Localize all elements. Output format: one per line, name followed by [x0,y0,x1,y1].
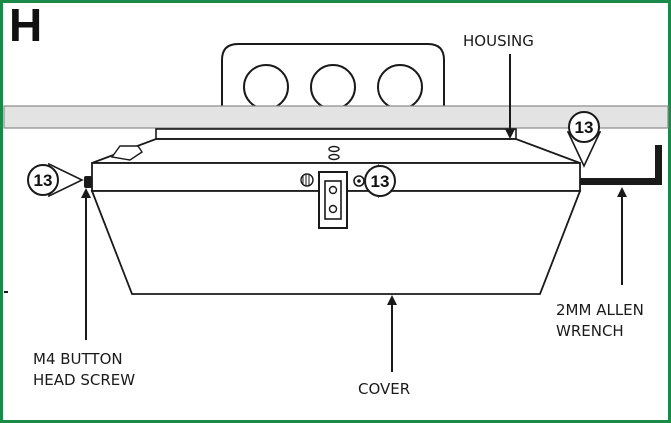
label-screw-line1: M4 BUTTON [33,350,123,368]
label-cover: COVER [358,380,411,398]
step-letter: H [9,0,43,51]
knockout-hole [243,64,289,110]
label-screw-line2: HEAD SCREW [33,371,136,389]
knockout-hole [377,64,423,110]
m4-button-head-screw [84,176,92,188]
housing [91,128,581,164]
label-allen-wrench-line1: 2MM ALLEN [556,301,644,319]
callout-badge-wrench [566,111,602,168]
cover-switch [318,171,348,229]
threaded-knob [300,173,314,187]
callout-badge-left [27,162,84,198]
allen-wrench [580,145,662,185]
junction-box [221,43,445,121]
label-housing: HOUSING [463,32,534,50]
cover [90,190,582,295]
ceiling [3,105,669,129]
callout-number-front: 13 [371,172,390,191]
callout-number-wrench: 13 [575,118,594,137]
callout-number-left: 13 [34,171,53,190]
callout-badge-front [364,163,396,199]
front-screw [353,175,365,187]
label-allen-wrench-line2: WRENCH [556,322,624,340]
knockout-hole [310,64,356,110]
